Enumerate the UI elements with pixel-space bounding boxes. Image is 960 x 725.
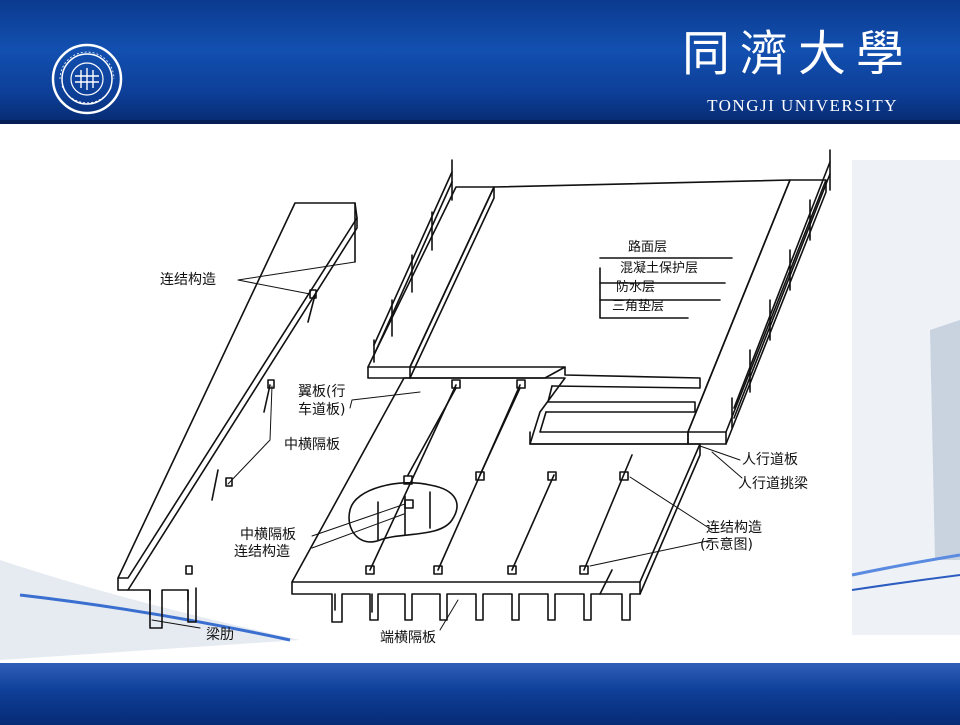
leader-lines xyxy=(151,261,743,631)
label-layer-triangle-cushion: 三角垫层 xyxy=(612,299,665,314)
university-name-cn: 同濟大學 xyxy=(681,26,914,82)
label-end-diaphragm: 端横隔板 xyxy=(380,630,436,646)
label-flange-plate-line1: 翼板(行 xyxy=(298,384,346,400)
tongji-university-seal-icon xyxy=(51,43,123,115)
label-beam-rib: 梁肋 xyxy=(206,627,234,643)
label-flange-plate-line2: 车道板) xyxy=(298,402,346,418)
university-name-en: TONGJI UNIVERSITY xyxy=(707,96,898,115)
footer-band xyxy=(0,663,960,725)
label-connection-structure: 连结构造 xyxy=(160,272,216,288)
label-connection-schematic-line1: 连结构造 xyxy=(706,520,762,536)
label-mid-diaphragm: 中横隔板 xyxy=(284,437,340,453)
label-sidewalk-cantilever: 人行道挑梁 xyxy=(738,476,808,492)
header-band xyxy=(0,0,960,124)
left-sidewalk-slab-drawing xyxy=(367,159,495,379)
lower-deck-drawing xyxy=(291,377,701,623)
label-layer-pavement: 路面层 xyxy=(628,240,668,255)
right-sidewalk-slab-drawing xyxy=(687,149,831,445)
label-connection-schematic-line2: (示意图) xyxy=(700,537,753,553)
label-connection-structure-2: 连结构造 xyxy=(234,544,290,560)
label-layer-waterproof: 防水层 xyxy=(616,280,656,295)
deck-layers-drawing xyxy=(409,179,791,445)
label-sidewalk-slab: 人行道板 xyxy=(742,452,798,468)
label-mid-diaphragm-2: 中横隔板 xyxy=(240,527,296,543)
left-beam-drawing xyxy=(117,202,358,629)
label-layer-concrete-protection: 混凝土保护层 xyxy=(620,261,699,276)
